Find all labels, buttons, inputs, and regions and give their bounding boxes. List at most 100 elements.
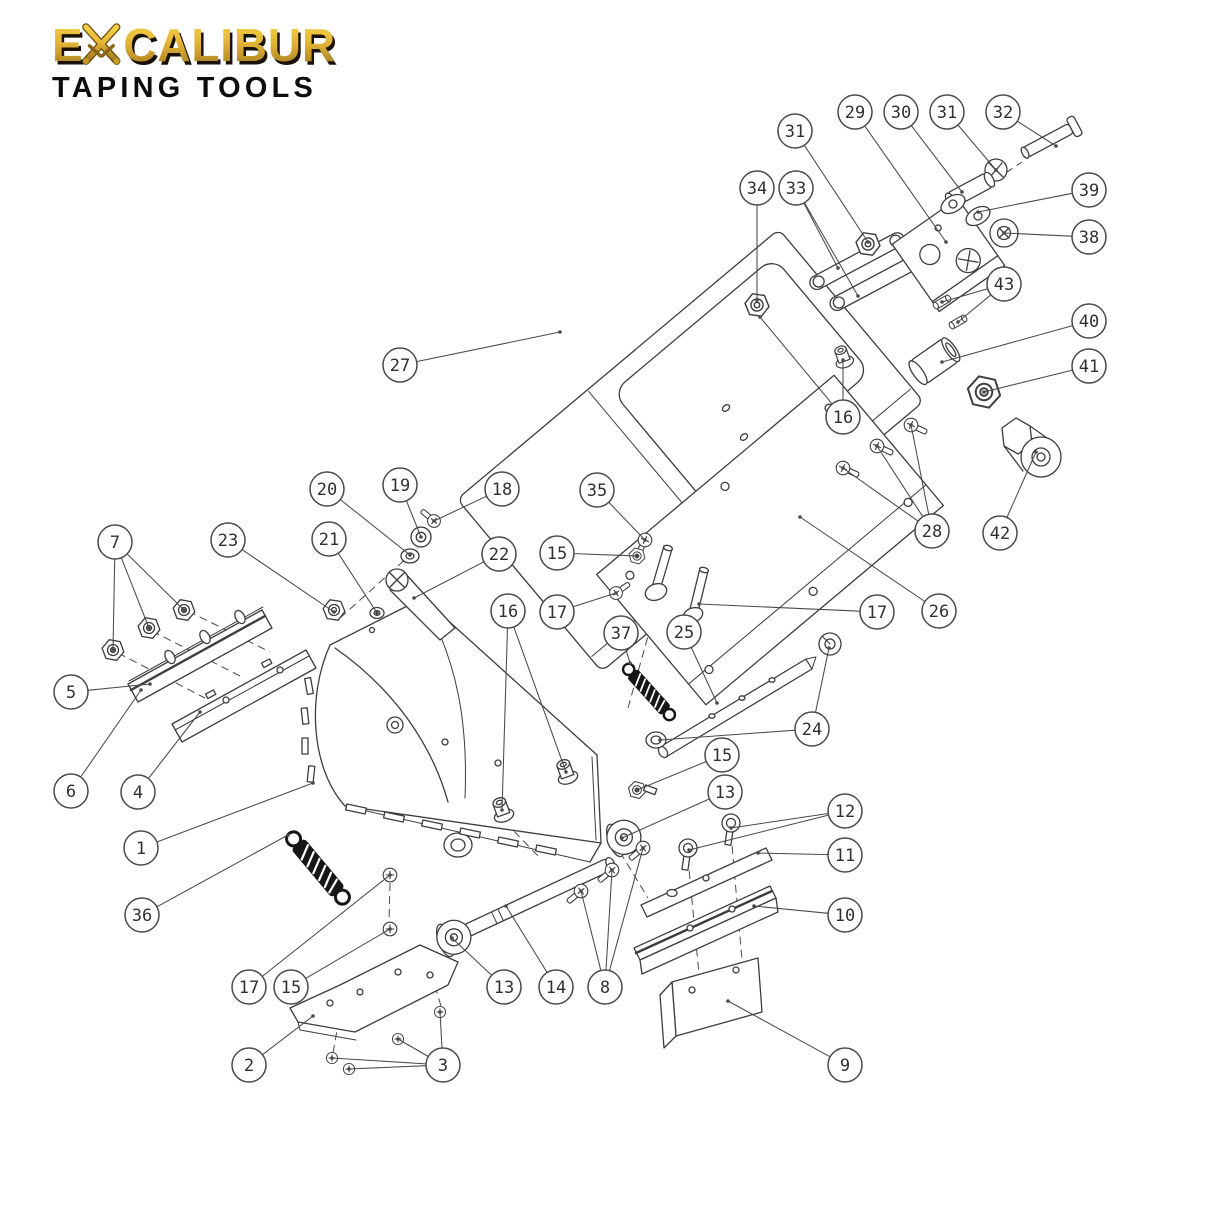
svg-text:19: 19 — [390, 476, 410, 496]
svg-text:41: 41 — [1079, 357, 1099, 377]
logo-brand-suffix: CALIBUR — [123, 19, 335, 71]
part-shoulder-screws — [675, 812, 742, 872]
svg-text:32: 32 — [993, 103, 1013, 123]
part-skid-shoe-upper — [640, 847, 773, 918]
svg-text:31: 31 — [785, 122, 805, 142]
callout-2: 2 — [231, 1014, 315, 1083]
callout-7: 7 — [97, 524, 186, 652]
svg-text:10: 10 — [835, 906, 855, 926]
part-tension-spring-left — [281, 826, 355, 910]
callout-13: 13 — [620, 774, 743, 840]
callout-29: 29 — [837, 94, 948, 244]
callout-38: 38 — [1002, 219, 1107, 255]
callout-42: 42 — [982, 450, 1038, 551]
svg-text:17: 17 — [239, 978, 259, 998]
part-blade-clamp-bar — [127, 606, 273, 703]
callout-36: 36 — [124, 833, 290, 933]
svg-text:3: 3 — [438, 1056, 448, 1076]
svg-text:13: 13 — [494, 978, 514, 998]
svg-text:30: 30 — [891, 103, 911, 123]
part-shoulder-stud-a — [644, 544, 674, 602]
part-body-shell — [300, 597, 602, 863]
part-cam-washer — [818, 632, 842, 656]
callout-17: 17 — [539, 591, 618, 630]
callout-12: 12 — [687, 793, 863, 852]
callout-17: 17 — [697, 594, 895, 630]
callout-13: 13 — [450, 936, 522, 1005]
callout-17: 17 — [231, 873, 392, 1005]
callout-31: 31 — [929, 94, 998, 172]
svg-text:18: 18 — [492, 480, 512, 500]
svg-text:20: 20 — [317, 480, 337, 500]
svg-text:33: 33 — [786, 179, 806, 199]
svg-text:26: 26 — [929, 602, 949, 622]
callout-27: 27 — [382, 330, 562, 383]
spring-rod-assembly — [281, 632, 842, 910]
svg-text:5: 5 — [66, 683, 76, 703]
part-roller — [908, 337, 961, 386]
callout-37: 37 — [603, 615, 639, 665]
callout-6: 6 — [53, 688, 143, 809]
callout-1: 1 — [123, 781, 315, 866]
crossed-swords-icon — [82, 23, 121, 65]
svg-text:22: 22 — [489, 545, 509, 565]
svg-text:8: 8 — [600, 978, 610, 998]
svg-text:1: 1 — [136, 839, 146, 859]
callout-21: 21 — [311, 521, 379, 615]
callout-41: 41 — [982, 348, 1107, 394]
svg-text:13: 13 — [715, 783, 735, 803]
callout-24: 24 — [658, 646, 831, 747]
svg-text:15: 15 — [281, 978, 301, 998]
logo-shadow-prefix: E — [55, 23, 86, 75]
callout-30: 30 — [883, 94, 964, 194]
svg-text:31: 31 — [937, 103, 957, 123]
mid-fasteners — [606, 530, 710, 801]
callout-23: 23 — [210, 522, 336, 614]
svg-text:17: 17 — [867, 603, 887, 623]
logo-subtitle: TAPING TOOLS — [52, 72, 317, 104]
callout-15: 15 — [539, 535, 639, 571]
callout-15: 15 — [273, 927, 392, 1005]
part-tension-spring-right — [618, 659, 680, 725]
svg-text:7: 7 — [110, 533, 120, 553]
callout-4: 4 — [120, 710, 202, 810]
callout-32: 32 — [985, 94, 1058, 148]
part-angle-block — [659, 957, 763, 1049]
svg-text:38: 38 — [1079, 228, 1099, 248]
logo-wordmark: E CALIBUR E CALIBUR TAPING TOOLS — [52, 19, 338, 104]
logo-shadow-suffix: CALIBUR — [126, 23, 338, 75]
part-axle-screws — [382, 837, 654, 937]
callout-11: 11 — [756, 837, 863, 873]
callout-10: 10 — [752, 897, 863, 933]
callout-18: 18 — [432, 471, 520, 523]
part-hex-bolt-b — [626, 779, 658, 801]
callout-40: 40 — [940, 303, 1107, 364]
svg-text:16: 16 — [498, 602, 518, 622]
svg-text:37: 37 — [611, 624, 631, 644]
callout-16: 16 — [490, 593, 568, 812]
callout-5: 5 — [53, 674, 152, 710]
svg-text:27: 27 — [390, 356, 410, 376]
callout-34: 34 — [739, 170, 775, 302]
callout-26: 26 — [798, 515, 957, 629]
callout-20: 20 — [309, 471, 412, 557]
svg-text:39: 39 — [1079, 181, 1099, 201]
svg-text:21: 21 — [319, 530, 339, 550]
svg-text:17: 17 — [547, 603, 567, 623]
part-swivel-connector — [1001, 417, 1062, 478]
callout-19: 19 — [382, 467, 423, 539]
svg-text:34: 34 — [747, 179, 767, 199]
svg-text:43: 43 — [994, 275, 1014, 295]
svg-text:15: 15 — [712, 746, 732, 766]
svg-text:29: 29 — [845, 103, 865, 123]
svg-text:25: 25 — [674, 623, 694, 643]
svg-text:15: 15 — [547, 544, 567, 564]
svg-text:12: 12 — [835, 802, 855, 822]
callout-43: 43 — [940, 266, 1022, 324]
callout-16: 16 — [758, 315, 861, 435]
svg-text:2: 2 — [244, 1056, 254, 1076]
callout-31: 31 — [777, 113, 870, 244]
svg-text:35: 35 — [587, 481, 607, 501]
